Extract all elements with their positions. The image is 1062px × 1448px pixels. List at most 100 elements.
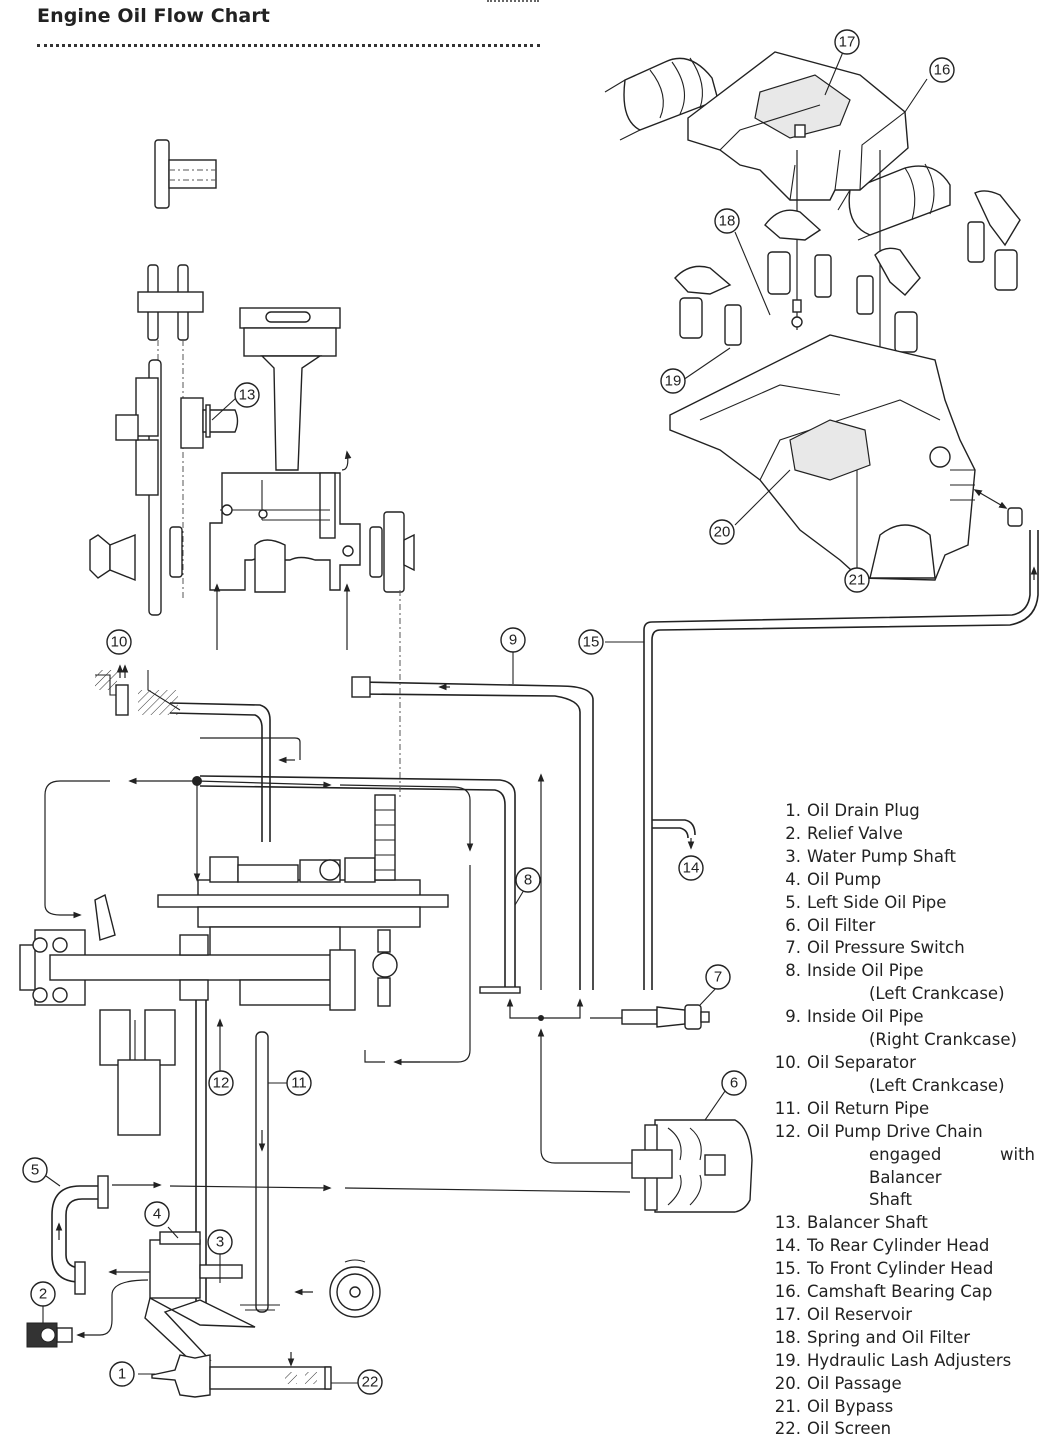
callout-number: 14	[683, 860, 700, 877]
callout-8: 8	[515, 867, 541, 893]
oil-separator-pipe	[169, 702, 271, 842]
legend-item: 21.Oil Bypass	[765, 1396, 1035, 1419]
oil-screen-icon	[209, 1352, 332, 1390]
legend-number: 6.	[785, 915, 801, 935]
legend-label: To Front Cylinder Head	[807, 1259, 994, 1279]
camshaft-left-icon	[604, 57, 719, 141]
callout-number: 18	[719, 213, 736, 230]
legend-label: Oil Screen	[807, 1419, 892, 1439]
legend-item: 5.Left Side Oil Pipe	[765, 892, 1035, 915]
legend-item: 20.Oil Passage	[765, 1373, 1035, 1396]
callout-7: 7	[705, 964, 731, 990]
legend-number: 3.	[785, 846, 801, 866]
callout-10: 10	[106, 629, 132, 655]
legend-number: 4.	[785, 869, 801, 889]
callout-15: 15	[578, 629, 604, 655]
legend-label: Relief Valve	[807, 823, 903, 843]
legend-number: 8.	[785, 961, 801, 981]
callout-21: 21	[844, 567, 870, 593]
legend-item-continuation: (Left Crankcase)	[765, 983, 1035, 1006]
callout-number: 16	[934, 62, 951, 79]
legend-label: (Left Crankcase)	[869, 984, 1005, 1004]
left-side-oil-pipe-icon	[51, 1175, 109, 1295]
oil-separator-icon	[95, 664, 181, 716]
legend-number: 5.	[785, 892, 801, 912]
top-dotted-rule	[487, 0, 539, 2]
legend-label: Balancer Shaft	[807, 1213, 928, 1233]
camshaft-bearing-cap-icon	[687, 51, 909, 201]
legend-number: 10.	[774, 1052, 801, 1072]
transmission-icon	[19, 794, 449, 1136]
callout-17: 17	[834, 29, 860, 55]
legend-item: 9.Inside Oil Pipe	[765, 1006, 1035, 1029]
legend-number: 17.	[774, 1304, 801, 1324]
callout-9: 9	[500, 627, 526, 653]
idler-sprockets-icon	[137, 264, 204, 600]
legend-item: 18.Spring and Oil Filter	[765, 1327, 1035, 1350]
callout-13: 13	[234, 382, 260, 408]
legend-number: 15.	[774, 1259, 801, 1279]
legend-number	[765, 1144, 807, 1190]
callout-1: 1	[109, 1361, 135, 1387]
legend-item: 11. Oil Return Pipe	[765, 1098, 1035, 1121]
legend-item: 14.To Rear Cylinder Head	[765, 1235, 1035, 1258]
cam-sprocket-icon	[154, 139, 217, 209]
oil-filter-icon	[631, 1119, 753, 1213]
legend-label: Shaft	[869, 1190, 913, 1210]
legend-number	[765, 1075, 807, 1098]
legend-number: 13.	[774, 1213, 801, 1233]
callout-number: 11	[291, 1075, 307, 1092]
oil-pump-icon	[144, 1231, 256, 1361]
legend-number: 22.	[774, 1419, 801, 1439]
callout-number: 9	[509, 632, 517, 649]
balancer-shaft-icon	[115, 359, 239, 616]
legend-item: 16.Camshaft Bearing Cap	[765, 1281, 1035, 1304]
callout-2: 2	[30, 1281, 56, 1307]
callout-6: 6	[721, 1070, 747, 1096]
legend-label: Inside Oil Pipe	[807, 1007, 924, 1027]
spring-oil-filter-icon	[792, 299, 802, 313]
oil-filter-ball-icon	[791, 316, 803, 328]
flow-arrow	[76, 1279, 149, 1339]
flow-arrow	[169, 1184, 332, 1192]
callout-11: 11	[286, 1070, 312, 1096]
legend-label: Water Pump Shaft	[807, 846, 956, 866]
page-title: Engine Oil Flow Chart	[37, 5, 270, 27]
water-pump-impeller-icon	[294, 1259, 381, 1318]
legend-item: 15. To Front Cylinder Head	[765, 1258, 1035, 1281]
callout-number: 12	[213, 1075, 230, 1092]
drive-chain-icon	[374, 794, 396, 881]
legend-label: Inside Oil Pipe	[807, 961, 924, 981]
legend-number: 11.	[774, 1098, 801, 1118]
piston-icon	[239, 307, 341, 471]
oil-pump-drive-housing-icon	[99, 1009, 176, 1136]
legend-number	[765, 1189, 807, 1212]
legend-item: 7.Oil Pressure Switch	[765, 937, 1035, 960]
callout-19: 19	[660, 368, 686, 394]
legend-label: Oil Pump Drive Chain	[807, 1121, 983, 1141]
legend-label: Oil Passage	[807, 1373, 902, 1393]
callout-20: 20	[709, 519, 735, 545]
legend-item: 4. Oil Pump	[765, 869, 1035, 892]
legend-label: (Right Crankcase)	[869, 1030, 1017, 1050]
legend-label: Oil Pump	[807, 869, 882, 889]
callout-14: 14	[678, 855, 704, 881]
callout-number: 6	[730, 1075, 738, 1092]
callout-number: 4	[153, 1206, 161, 1223]
legend-item: 2.Relief Valve	[765, 823, 1035, 846]
legend-item: 13. Balancer Shaft	[765, 1212, 1035, 1235]
callout-3: 3	[207, 1229, 233, 1255]
legend-label: Oil Filter	[807, 915, 876, 935]
legend-label: Spring and Oil Filter	[807, 1327, 971, 1347]
legend-label: Oil Return Pipe	[807, 1098, 930, 1118]
legend-number: 16.	[774, 1282, 801, 1302]
cylinder-head-body-icon	[669, 334, 976, 581]
callout-number: 1	[118, 1366, 126, 1383]
legend-item-continuation: (Right Crankcase)	[765, 1029, 1035, 1052]
legend-label: To Rear Cylinder Head	[807, 1236, 990, 1256]
legend-label: engaged with Balancer	[869, 1144, 1035, 1187]
inside-oil-pipe-right	[351, 676, 594, 990]
oil-return-pipe-icon	[240, 1031, 280, 1313]
crank-assembly	[89, 139, 415, 650]
